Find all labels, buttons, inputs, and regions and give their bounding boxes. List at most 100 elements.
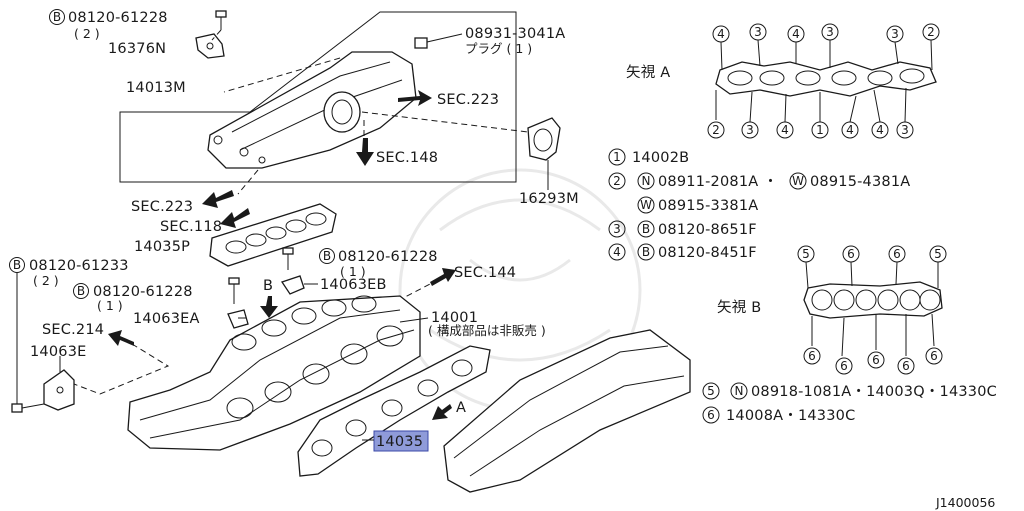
svg-text:08120-8651F: 08120-8651F — [658, 222, 757, 238]
legend-item-2b: W 08915-3381A — [637, 196, 758, 214]
label-sec223-b: SEC.223 — [131, 199, 193, 215]
svg-text:4: 4 — [613, 245, 621, 259]
svg-text:( 2 ): ( 2 ) — [74, 26, 100, 41]
svg-text:4: 4 — [717, 27, 725, 41]
view-b-top-callouts: 5 6 6 5 — [797, 245, 947, 263]
label-sec144: SEC.144 — [454, 265, 516, 281]
view-a-top-callouts: 4 3 4 3 3 2 — [712, 23, 940, 43]
svg-text:W: W — [792, 174, 804, 188]
view-a-leaders — [715, 39, 933, 123]
legend-item-3: 3 B 08120-8651F — [608, 220, 757, 238]
gasket-14035[interactable] — [297, 345, 491, 477]
intake-manifold-14001[interactable] — [127, 295, 421, 451]
svg-text:3: 3 — [754, 25, 762, 39]
view-b-title: 矢視 B — [717, 299, 761, 316]
label-sec148: SEC.148 — [376, 150, 438, 166]
svg-text:3: 3 — [891, 27, 899, 41]
intake-collector-14013m[interactable] — [207, 51, 417, 169]
svg-text:6: 6 — [847, 247, 855, 261]
svg-text:B: B — [642, 245, 650, 259]
svg-text:6: 6 — [707, 408, 715, 422]
arrow-view-b — [260, 296, 278, 318]
label-view-b-marker: B — [263, 278, 273, 294]
bolt-icon — [282, 247, 294, 270]
svg-text:3: 3 — [826, 25, 834, 39]
svg-text:5: 5 — [707, 384, 715, 398]
part-labels: B 08120-61228 ( 2 ) 16376N 08931-3041A プ… — [9, 9, 995, 510]
arrow-sec118-left — [220, 208, 250, 228]
svg-text:5: 5 — [934, 247, 942, 261]
bracket-14063eb[interactable] — [280, 275, 305, 295]
label-plug: プラグ ( 1 ) — [465, 41, 532, 56]
legend-item-2: 2 N 08911-2081A ・ W 08915-4381A — [608, 172, 910, 190]
svg-text:08911-2081A ・: 08911-2081A ・ — [658, 174, 778, 190]
svg-text:B: B — [642, 222, 650, 236]
svg-text:3: 3 — [901, 123, 909, 137]
svg-text:2: 2 — [613, 174, 621, 188]
arrow-sec148-down — [356, 138, 374, 166]
drawing-code: J1400056 — [935, 495, 995, 510]
bolt-icon — [228, 277, 240, 304]
svg-text:6: 6 — [872, 353, 880, 367]
arrow-sec223-right — [398, 90, 432, 106]
label-14001: 14001 — [431, 310, 478, 326]
label-sec214: SEC.214 — [42, 322, 104, 338]
svg-text:6: 6 — [930, 349, 938, 363]
svg-text:6: 6 — [902, 359, 910, 373]
svg-text:1: 1 — [816, 123, 824, 137]
svg-text:B: B — [77, 284, 85, 298]
svg-text:B: B — [13, 258, 21, 272]
svg-text:B: B — [53, 10, 61, 24]
gasket-14035p[interactable] — [209, 203, 337, 267]
label-08120-61228-top: 08120-61228 — [68, 10, 168, 26]
label-08931-3041a: 08931-3041A — [465, 26, 565, 42]
svg-text:6: 6 — [808, 349, 816, 363]
svg-text:1: 1 — [613, 150, 621, 164]
legend-item-4: 4 B 08120-8451F — [608, 243, 757, 261]
label-08120-61228-mid: 08120-61228 — [338, 249, 438, 265]
bracket-14063ea[interactable] — [227, 309, 249, 329]
svg-text:08915-3381A: 08915-3381A — [658, 198, 758, 214]
view-a-gasket — [715, 61, 937, 97]
gasket-16293m[interactable] — [527, 117, 561, 161]
svg-text:6: 6 — [893, 247, 901, 261]
svg-text:6: 6 — [840, 359, 848, 373]
label-view-a-marker: A — [456, 400, 466, 416]
svg-text:08918-1081A・14003Q・14330C: 08918-1081A・14003Q・14330C — [751, 384, 997, 400]
legend-item-1: 1 14002B — [608, 148, 689, 166]
svg-text:08915-4381A: 08915-4381A — [810, 174, 910, 190]
view-b-bottom-callouts: 6 6 6 6 6 — [803, 347, 943, 375]
bolt-icon — [215, 10, 227, 30]
svg-text:( 1 ): ( 1 ) — [97, 298, 123, 313]
svg-text:4: 4 — [792, 27, 800, 41]
label-08120-61228-low: 08120-61228 — [93, 284, 193, 300]
highlight-14035[interactable] — [373, 430, 429, 452]
cylinder-head-outline — [443, 329, 691, 493]
label-14035: 14035 — [376, 434, 423, 450]
svg-text:4: 4 — [876, 123, 884, 137]
label-16376n: 16376N — [108, 41, 166, 57]
label-14001-note: ( 構成部品は非販売 ) — [428, 323, 546, 338]
svg-text:3: 3 — [746, 123, 754, 137]
svg-text:08120-8451F: 08120-8451F — [658, 245, 757, 261]
svg-text:N: N — [642, 174, 651, 188]
bracket-16376n[interactable] — [195, 33, 225, 59]
arrow-view-a — [432, 404, 452, 420]
svg-text:3: 3 — [613, 222, 621, 236]
svg-text:4: 4 — [846, 123, 854, 137]
label-08120-61233: 08120-61233 — [29, 258, 129, 274]
svg-text:W: W — [640, 198, 652, 212]
view-b-gasket — [803, 281, 943, 319]
svg-text:( 2 ): ( 2 ) — [33, 273, 59, 288]
label-14063ea: 14063EA — [133, 311, 200, 327]
label-14013m: 14013M — [126, 80, 186, 96]
view-a-title: 矢視 A — [626, 64, 670, 81]
label-14063eb: 14063EB — [320, 277, 387, 293]
label-sec223-a: SEC.223 — [437, 92, 499, 108]
svg-text:2: 2 — [712, 123, 720, 137]
svg-text:2: 2 — [927, 25, 935, 39]
label-16293m: 16293M — [519, 191, 579, 207]
svg-text:B: B — [323, 249, 331, 263]
bracket-14063e[interactable] — [43, 369, 75, 411]
